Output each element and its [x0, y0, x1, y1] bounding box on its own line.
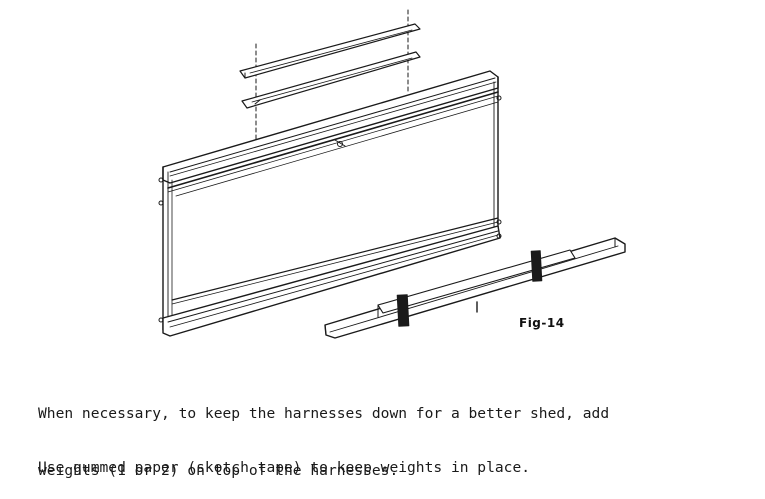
instruction-line: When necessary, to keep the harnesses do…	[38, 405, 610, 422]
tape-strap-right	[530, 250, 543, 282]
figure-label: Fig-14	[519, 316, 565, 330]
weight-bar-upper	[239, 23, 421, 79]
tape-strap-left	[396, 294, 410, 327]
weight-bar-lower	[241, 51, 421, 109]
instruction-paragraph-tape: Use gummed paper (skotch tape) to keep w…	[38, 420, 748, 496]
loom-harness-illustration	[158, 9, 626, 339]
weight-stick	[324, 237, 626, 339]
harness-frame	[158, 70, 502, 337]
instruction-line: weights (1 or 2) on top of the harnesses…	[38, 462, 399, 479]
instruction-line: Use gummed paper (skotch tape) to keep w…	[38, 459, 531, 476]
instruction-paragraph-weights: When necessary, to keep the harnesses do…	[38, 366, 748, 499]
